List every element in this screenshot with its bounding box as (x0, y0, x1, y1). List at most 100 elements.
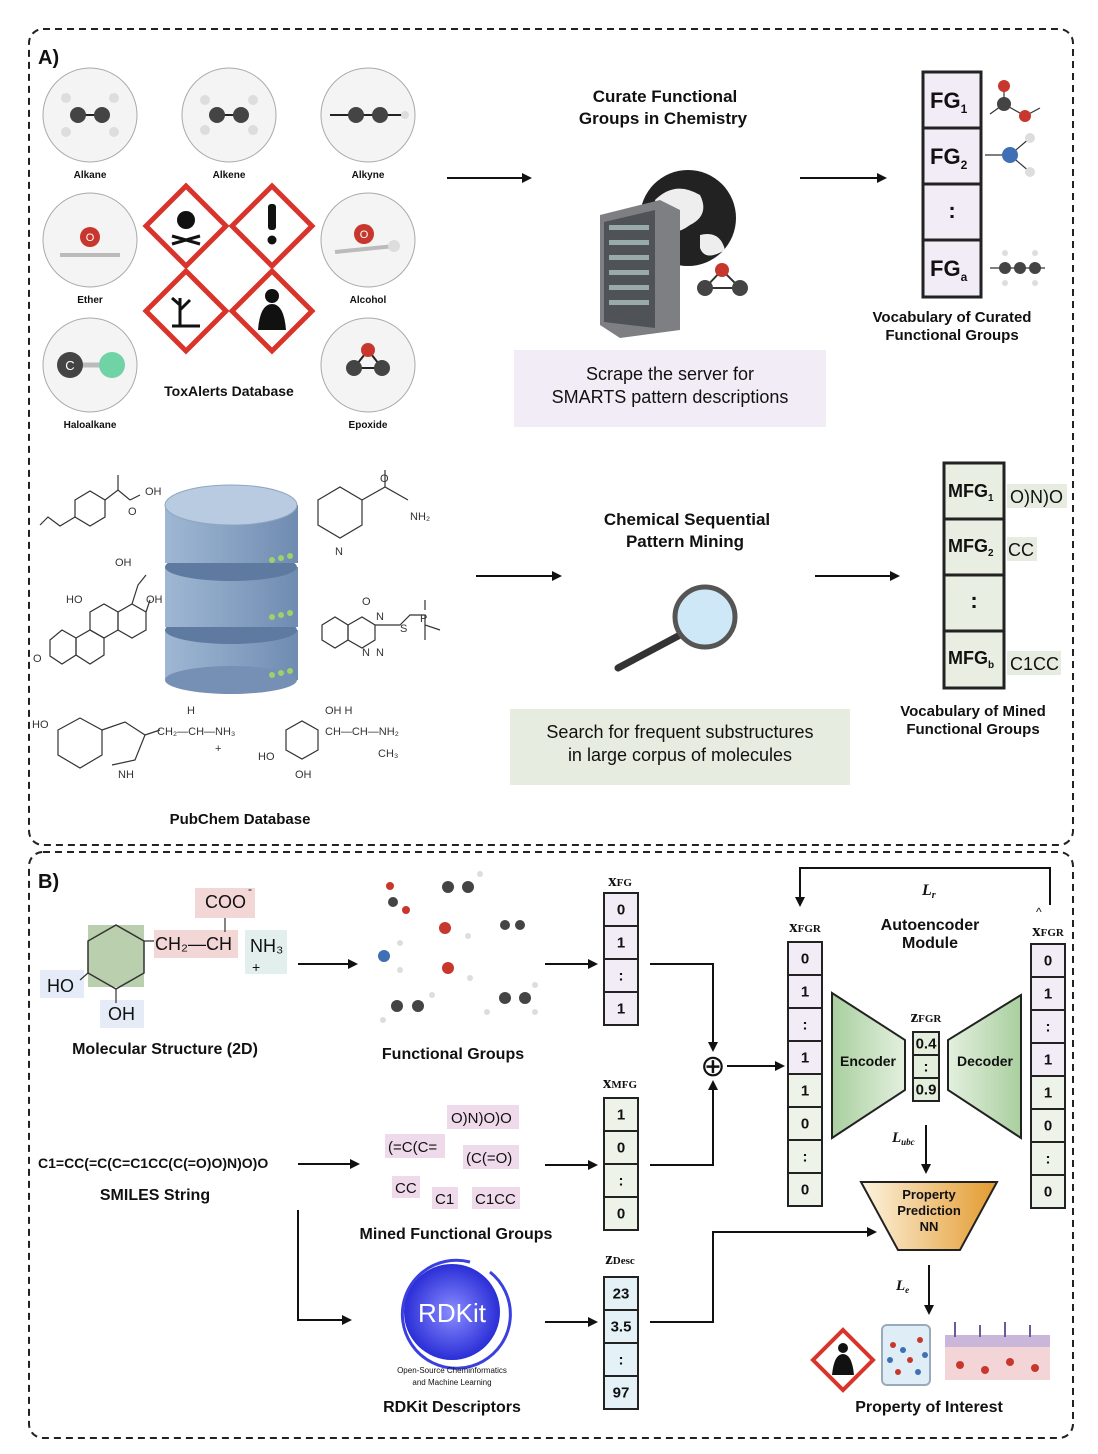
vector-value: : (1046, 1019, 1051, 1036)
mined-token: C1 (435, 1191, 454, 1208)
fg-vocab-title: Vocabulary of Curated (873, 309, 1032, 326)
molecule-caption: Molecular Structure (2D) (72, 1041, 258, 1058)
search-text: Search for frequent substructures (546, 722, 813, 742)
fg-label: Alkene (213, 170, 246, 181)
fg-epoxide: Epoxide (320, 317, 416, 431)
svg-text:HO: HO (258, 751, 275, 763)
vector-cell (1030, 1174, 1066, 1209)
svg-text:N: N (376, 611, 384, 623)
vector-value: 1 (1044, 1052, 1052, 1069)
mfg-pattern: C1CC (1010, 654, 1059, 674)
section-a-label: A) (38, 47, 59, 69)
mfg-vocabulary: MFG1 MFG2 : MFGb O)N)O CC C1CC (942, 461, 1067, 690)
vector-value: 1 (617, 1001, 625, 1018)
vector-cell (787, 1106, 823, 1141)
vector-value: 0 (1044, 1118, 1052, 1135)
hazard-environment-icon (142, 267, 230, 355)
vector-value: 1 (801, 1083, 809, 1100)
fg-vocab-title: Functional Groups (885, 327, 1018, 344)
functional-groups-caption: Functional Groups (382, 1046, 524, 1063)
svg-text:N: N (335, 546, 343, 558)
fg-alkene: Alkene (181, 67, 277, 181)
vector-cell (912, 1077, 940, 1102)
svg-text:OH: OH (108, 1004, 135, 1024)
fg-vocabulary: FG1 FG2 : FGa (921, 70, 983, 299)
arrow (650, 963, 718, 1052)
fg-ether: O Ether (42, 192, 138, 306)
magnifier-icon (614, 584, 738, 672)
molecule-2d: COO - CH₂—CH NH₃ + HO OH (40, 882, 287, 1028)
vector-value: 1 (801, 1050, 809, 1067)
decoder-label: Decoder (957, 1053, 1014, 1069)
vector-value: 1 (617, 1107, 625, 1124)
vector-cell (603, 1196, 639, 1231)
vector-value: 1 (1044, 1085, 1052, 1102)
arrow (650, 1227, 877, 1323)
autoencoder-title: Module (902, 935, 958, 952)
carboxyl-molecule-icon (989, 80, 1041, 122)
vector-label: xFGR (789, 917, 822, 936)
vector-value: 0 (1044, 1184, 1052, 1201)
fg-label: Epoxide (349, 420, 388, 431)
mining-title: Chemical Sequential (604, 510, 770, 529)
vector-cell (603, 1130, 639, 1165)
svg-text:OH: OH (295, 769, 312, 781)
amine-molecule-icon (985, 133, 1035, 177)
svg-text:CH—CH—NH₂: CH—CH—NH₂ (325, 726, 399, 738)
vector-label: zFGR (911, 1007, 943, 1026)
fg-label: Alkyne (352, 170, 385, 181)
vector-value: 0 (617, 902, 625, 919)
svg-text:O: O (128, 506, 137, 518)
server-icon (600, 170, 736, 338)
vector-cell (1030, 1141, 1066, 1176)
mfg-pattern: CC (1008, 540, 1034, 560)
vector-label: zDesc (605, 1249, 635, 1268)
fg-vocab-item: FG1 (930, 88, 968, 116)
svg-text:+: + (215, 743, 221, 755)
mined-token: C1CC (475, 1191, 516, 1208)
functional-groups-cluster (378, 871, 538, 1023)
vector-cell (1030, 1042, 1066, 1077)
vector-value: 0 (801, 1116, 809, 1133)
toxalerts-label: ToxAlerts Database (164, 383, 294, 399)
vector-cell (603, 991, 639, 1026)
fg-vocab-item: FGa (930, 256, 968, 284)
svg-text:S: S (400, 623, 407, 635)
vector-cell (603, 892, 639, 927)
mfg-vocab-title: Vocabulary of Mined (900, 703, 1046, 720)
property-nn-label: Prediction (897, 1203, 961, 1218)
vector-value: 97 (613, 1385, 630, 1402)
epoxide-molecule-icon (697, 263, 748, 296)
svg-text:HO: HO (32, 719, 49, 731)
vector-value: 0 (801, 951, 809, 968)
vector-cell (603, 1163, 639, 1198)
membrane-permeability-icon (945, 1322, 1050, 1380)
fg-vocab-item: FG2 (930, 144, 968, 172)
atom-label: O (360, 229, 369, 241)
arrow (297, 1210, 352, 1325)
loss-ubc: Lubc (891, 1130, 915, 1147)
fg-alkane: Alkane (42, 67, 138, 181)
database-icon (164, 484, 298, 694)
vector-value: 3.5 (611, 1319, 632, 1336)
vector-cell (787, 941, 823, 976)
svg-text:Open-Source Cheminformatics: Open-Source Cheminformatics (397, 1366, 507, 1375)
svg-text:OH: OH (115, 557, 132, 569)
property-nn-label: NN (920, 1219, 939, 1234)
hazard-skull-icon (142, 182, 230, 270)
mfg-vocab-item: MFG1 (948, 481, 994, 504)
vector-value: 0.9 (916, 1082, 937, 1099)
vector-cell (787, 1172, 823, 1207)
alkane-molecule-icon (990, 250, 1045, 286)
svg-text:COO: COO (205, 892, 246, 912)
arrow (650, 1080, 718, 1166)
svg-text:O: O (380, 473, 389, 485)
vector-cell (787, 1040, 823, 1075)
fg-alkyne: Alkyne (320, 67, 416, 181)
hat-symbol: ^ (1036, 905, 1042, 919)
vector-value: 0.4 (916, 1036, 938, 1053)
search-box (510, 709, 850, 785)
svg-text:OH: OH (146, 594, 163, 606)
